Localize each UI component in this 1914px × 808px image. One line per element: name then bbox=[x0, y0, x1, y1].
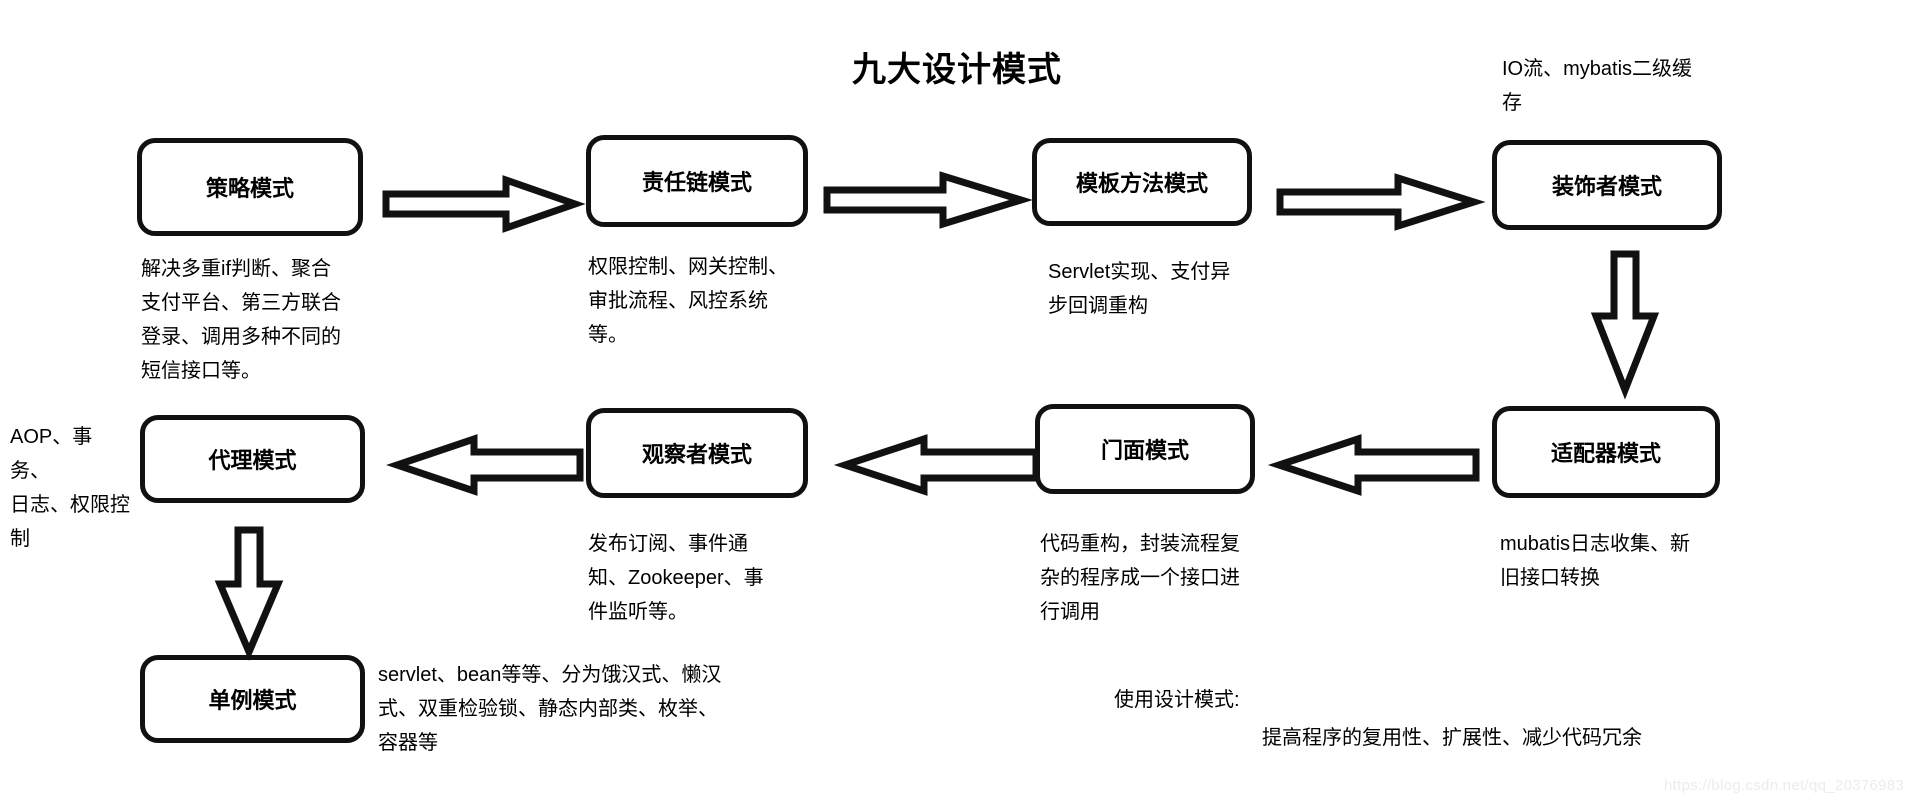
arrow-decorator-to-adapter bbox=[1588, 250, 1662, 400]
node-facade[interactable]: 门面模式 bbox=[1035, 404, 1255, 494]
arrow-template-to-decorator bbox=[1276, 173, 1486, 231]
arrow-facade-to-observer bbox=[833, 434, 1040, 496]
node-chain-label: 责任链模式 bbox=[641, 170, 752, 195]
node-adapter-label: 适配器模式 bbox=[1550, 441, 1661, 466]
note-singleton: servlet、bean等等、分为饿汉式、懒汉 式、双重检验锁、静态内部类、枚举… bbox=[378, 664, 722, 754]
node-observer[interactable]: 观察者模式 bbox=[586, 408, 808, 498]
arrow-chain-to-template bbox=[823, 171, 1033, 229]
note-proxy: AOP、事务、 日志、权限控 制 bbox=[10, 426, 130, 550]
note-adapter: mubatis日志收集、新 旧接口转换 bbox=[1500, 533, 1691, 589]
footer-body: 提高程序的复用性、扩展性、减少代码冗余 bbox=[1262, 727, 1642, 749]
node-observer-label: 观察者模式 bbox=[641, 442, 752, 467]
node-singleton[interactable]: 单例模式 bbox=[140, 655, 365, 743]
page-title: 九大设计模式 bbox=[852, 51, 1062, 89]
note-decorator: IO流、mybatis二级缓 存 bbox=[1502, 58, 1693, 114]
footer-heading: 使用设计模式: bbox=[1114, 689, 1240, 711]
note-chain: 权限控制、网关控制、 审批流程、风控系统 等。 bbox=[588, 256, 788, 346]
arrow-proxy-to-singleton bbox=[212, 526, 286, 661]
node-proxy[interactable]: 代理模式 bbox=[140, 415, 365, 503]
node-chain[interactable]: 责任链模式 bbox=[586, 135, 808, 227]
node-template[interactable]: 模板方法模式 bbox=[1032, 138, 1252, 226]
note-observer: 发布订阅、事件通 知、Zookeeper、事 件监听等。 bbox=[588, 533, 764, 623]
arrow-strategy-to-chain bbox=[382, 175, 586, 233]
node-template-label: 模板方法模式 bbox=[1075, 171, 1208, 196]
node-decorator-label: 装饰者模式 bbox=[1551, 174, 1662, 199]
node-facade-label: 门面模式 bbox=[1100, 438, 1189, 463]
node-strategy-label: 策略模式 bbox=[205, 176, 294, 201]
arrow-observer-to-proxy bbox=[386, 434, 584, 496]
node-singleton-label: 单例模式 bbox=[208, 688, 297, 713]
node-proxy-label: 代理模式 bbox=[208, 448, 297, 473]
note-facade: 代码重构，封装流程复 杂的程序成一个接口进 行调用 bbox=[1040, 533, 1240, 623]
node-strategy[interactable]: 策略模式 bbox=[137, 138, 363, 236]
node-decorator[interactable]: 装饰者模式 bbox=[1492, 140, 1722, 230]
arrow-adapter-to-facade bbox=[1267, 434, 1480, 496]
node-adapter[interactable]: 适配器模式 bbox=[1492, 406, 1720, 498]
note-strategy: 解决多重if判断、聚合 支付平台、第三方联合 登录、调用多种不同的 短信接口等。 bbox=[141, 258, 341, 382]
watermark: https://blog.csdn.net/qq_20376983 bbox=[1664, 777, 1905, 794]
note-template: Servlet实现、支付异 步回调重构 bbox=[1048, 261, 1231, 317]
